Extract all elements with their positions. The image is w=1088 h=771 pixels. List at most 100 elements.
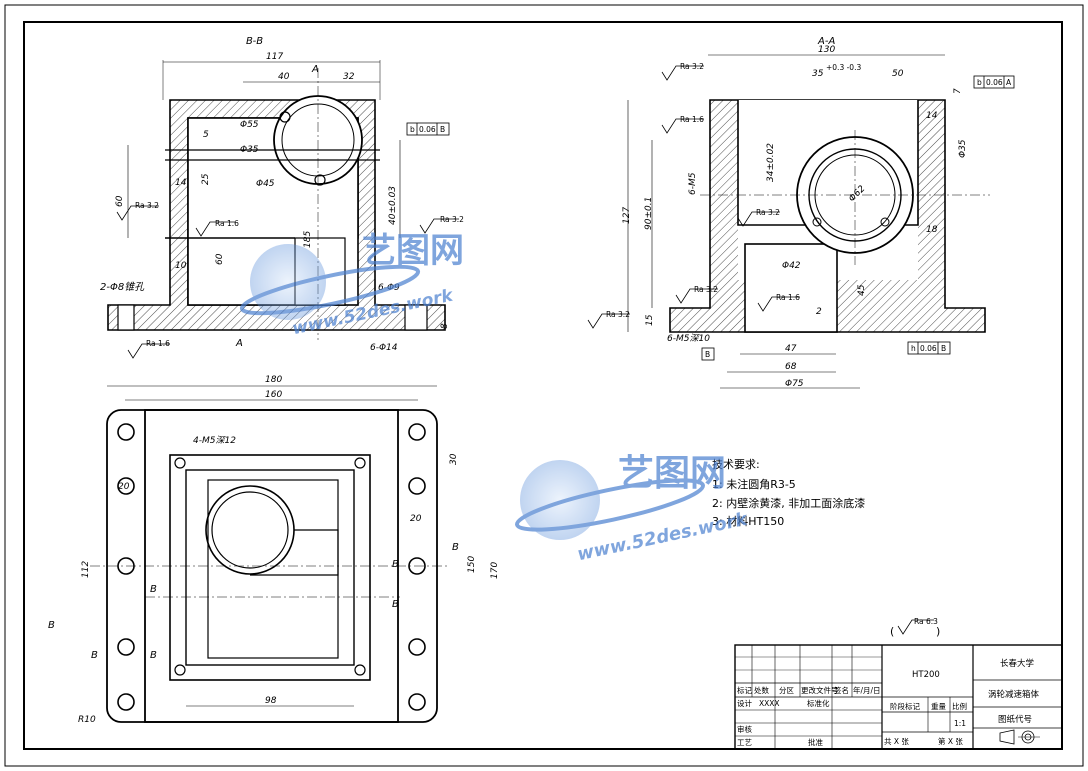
view-title-bb: B-B [246,36,263,47]
views-section_aa-dims-d34: 34±0.02 [766,143,776,182]
watermark-text_cn: 艺图网 [362,231,464,271]
text-element: ) [936,625,940,638]
path-element [587,313,630,329]
views-section_aa-dims-phi35: Φ35 [958,139,968,158]
title_block-row_labels-1: 处数 [754,685,769,695]
views-top_view-dims-d170: 170 [490,562,500,579]
views-top_view-cut_label: B [150,650,157,661]
views-section_bb-dims-phi35: Φ35 [240,145,259,155]
title_block-ratio: 比例 [952,701,967,711]
views-section_bb-dims-cone: 2-Φ8锥孔 [100,281,145,293]
views-top_view-cut_label: B [392,559,399,570]
rect-element [185,469,355,666]
roughness-mark: Ra 3.2 [116,201,159,221]
circle-element [205,485,295,575]
views-top_view-dims-d112: 112 [81,561,91,578]
roughness-mark: Ra 1.6 [195,219,239,237]
title_block-total: 共 X 张 [884,737,909,746]
views-top_view-cut_label: B [48,620,55,631]
circle-element [354,664,366,676]
views-section_aa-dims-d47: 47 [785,344,797,354]
views-section_bb-cut_mark: A [311,64,319,75]
view-title-aa: A-A [817,36,835,47]
circle-element [408,423,426,441]
projection-symbol-icon [999,729,1040,745]
path-element [250,529,339,576]
views-section_bb-gdt-sym: b [410,125,415,134]
rect-element [207,479,339,659]
title_block-approve: 批准 [808,737,823,747]
views-section_bb-rough-2: Ra 3.2 [440,215,464,224]
mount-holes [117,423,426,711]
circle-element [314,174,326,186]
rect-element [169,454,371,681]
views-top_view-cut_label: B [91,650,98,661]
views-section_aa-rough-4: Ra 1.6 [776,293,800,302]
views-section_aa-dims-phi42: Φ42 [782,261,801,271]
views-section_aa-dims-d15: 15 [645,314,655,326]
views-section_aa-dims-d2: 2 [816,307,822,317]
path-element [999,729,1015,745]
views-section_aa-dims-d45: 45 [857,284,867,296]
inner-border [23,21,1063,750]
path-element [116,205,159,221]
title-block: 标记 处数 分区 更改文件号 签名 年/月/日 设计 XXXX 标准化 审核 工… [734,644,1063,750]
views-section_aa-gdt_top-ref: A [1006,78,1012,87]
rect-element [907,341,951,355]
general-roughness: ( Ra 6.3 ) [890,617,940,638]
title_block-row_labels-2: 分区 [779,686,794,695]
views-top_view-dims-d98: 98 [265,696,277,706]
title_block-school: 长春大学 [1000,658,1035,669]
rect-element [404,304,428,331]
views-section_bb-rough-3: Ra 1.6 [146,339,170,348]
views-section_aa-dims-d130: 130 [818,45,835,55]
circle-element [408,638,426,656]
path-element [897,619,934,635]
views-section_bb-dims-width: 117 [266,52,283,62]
views-section_bb-dims-d185: 185 [303,231,313,248]
title_block-row_labels-3: 更改文件号 [801,685,839,695]
rect-element [973,75,1015,89]
watermark-text_cn: 艺图网 [618,453,726,494]
views-section_aa-rough-3: Ra 3.2 [694,285,718,294]
views-section_aa-rough-2: Ra 3.2 [756,208,780,217]
views-top_view-dims-d20a: 20 [118,482,130,492]
text-element: ( [890,625,894,638]
title_block-design_name: XXXX [759,699,780,708]
title_block-material: HT200 [912,670,940,680]
circle-element [117,693,135,711]
views-section_bb-dims-d10: 10 [175,261,187,271]
circle-element [520,460,600,540]
tech_notes-title: 技术要求: [712,458,760,471]
views-section_aa-gdt_top-val: 0.06 [986,78,1003,87]
views-section_bb-dims-d14: 14 [175,178,187,188]
views-section_bb-cut_mark: A [235,338,243,349]
views-section_aa-dims-d35: 35 [812,69,824,79]
outer-border [4,4,1084,767]
views-section_aa-dims-m5: 6-M5 [688,172,698,195]
views-section_aa-dims-d127: 127 [622,207,632,224]
circle-element [408,693,426,711]
circle-element [279,111,291,123]
roughness-mark: Ra 3.2 [419,215,464,234]
roughness_general: Ra 6.3 [914,617,938,626]
views-top_view-dims-d160: 160 [265,390,282,400]
datum-label: B [705,350,710,359]
gdt-frame-bottom: h 0.06 B [907,341,951,355]
circle-element [117,423,135,441]
views-section_aa-dims-d50: 50 [892,69,904,79]
views-top_view-cut_label: B [392,599,399,610]
views-section_aa-dims-d7: 7 [953,88,963,94]
views-top_view-dims-d150: 150 [467,556,477,573]
views-section_aa-rough-5: Ra 3.2 [606,310,630,319]
views-top_view-dims-d180: 180 [265,375,282,385]
views-section_aa-dims-m5deep: 6-M5深10 [667,333,710,344]
path-element [419,218,459,234]
views-section_bb-dims-d32: 32 [343,72,355,82]
circle-element [812,217,822,227]
title_block-standard: 标准化 [807,698,830,708]
title_block-weight: 重量 [931,702,946,711]
views-section_aa-dims-d14: 14 [926,111,938,121]
views-section_bb-dims-d5: 5 [203,130,209,140]
views-section_bb-dims-hole6b: 6-Φ14 [370,343,398,353]
